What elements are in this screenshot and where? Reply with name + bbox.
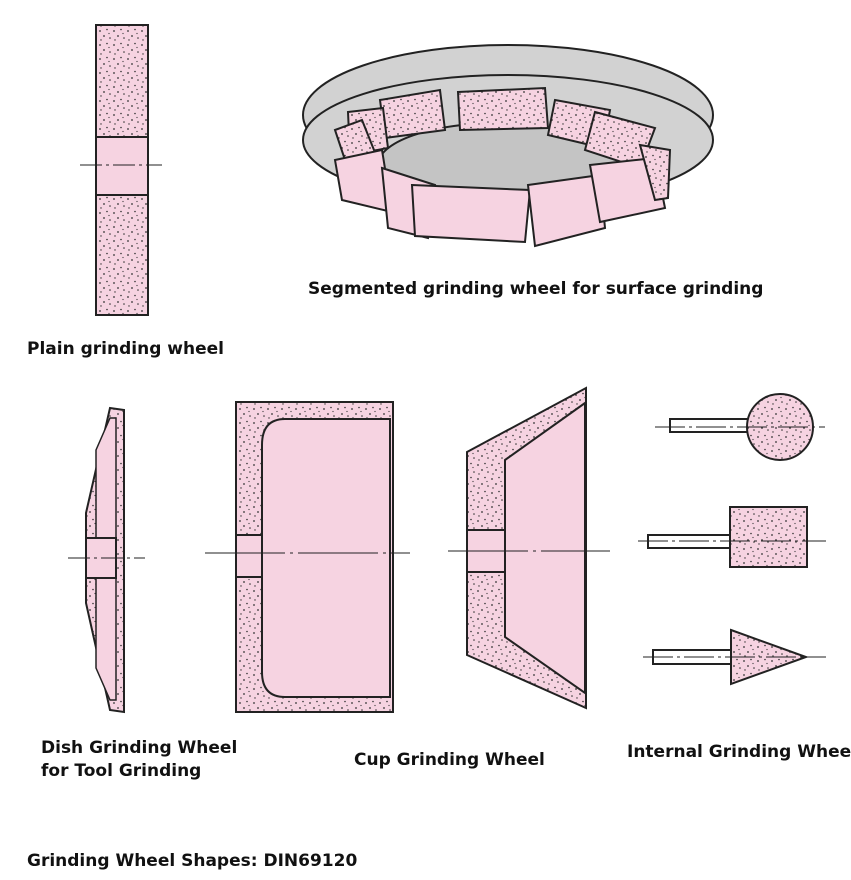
segmented-grinding-wheel	[302, 44, 714, 248]
internal-wheel-ball	[655, 393, 825, 461]
segmented-wheel-label: Segmented grinding wheel for surface gri…	[308, 279, 764, 299]
cup-wheel-label: Cup Grinding Wheel	[354, 750, 545, 770]
flaring-cup-wheel	[448, 386, 610, 710]
internal-wheel-cone	[643, 628, 826, 686]
plain-grinding-wheel	[80, 24, 162, 316]
dish-wheel-label-line2: for Tool Grinding	[41, 761, 202, 781]
dish-grinding-wheel	[68, 406, 145, 714]
cup-grinding-wheel-section	[205, 401, 410, 713]
figure-caption: Grinding Wheel Shapes: DIN69120	[27, 851, 358, 871]
internal-wheel-label: Internal Grinding Wheel	[627, 742, 851, 762]
plain-wheel-label: Plain grinding wheel	[27, 339, 224, 359]
internal-wheel-cylinder	[638, 506, 826, 568]
dish-wheel-label-line1: Dish Grinding Wheel	[41, 738, 238, 758]
